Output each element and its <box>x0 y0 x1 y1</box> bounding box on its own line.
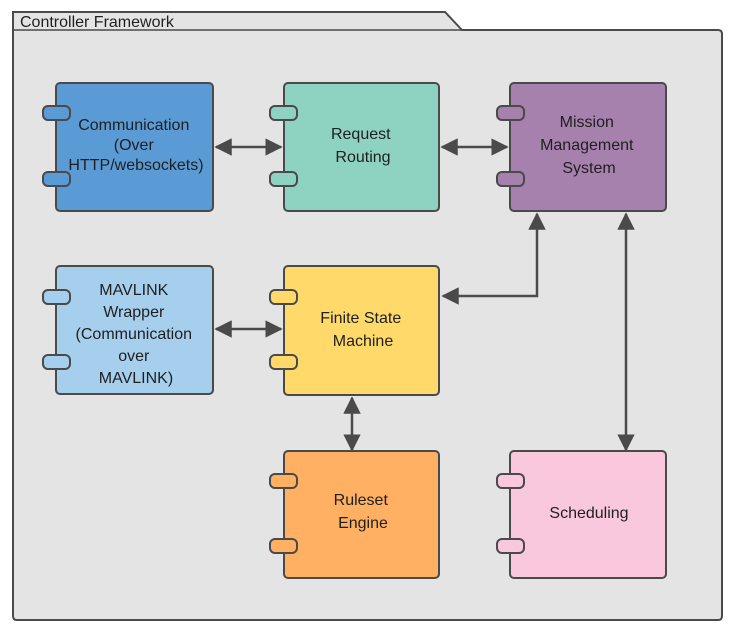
component-label: Mission Management System <box>540 114 638 177</box>
component-body <box>55 265 214 395</box>
label-line: Ruleset <box>334 492 389 509</box>
connectors <box>214 138 635 452</box>
component-port-icon <box>269 289 298 305</box>
component-port-icon <box>42 289 71 305</box>
label-line: (Communication <box>76 326 192 343</box>
component-label: Communication (Over HTTP/websockets) <box>68 117 203 174</box>
component-body <box>55 82 214 212</box>
component-scheduling: Scheduling <box>496 450 667 579</box>
component-finite-state-machine: Finite State Machine <box>269 265 440 396</box>
component-body <box>509 82 667 212</box>
component-port-icon <box>42 171 71 187</box>
component-body <box>283 450 440 579</box>
component-port-icon <box>269 473 298 489</box>
component-mission-management: Mission Management System <box>496 82 667 212</box>
component-label: Request Routing <box>331 126 395 166</box>
component-port-icon <box>42 105 71 121</box>
component-label: Finite State Machine <box>320 310 405 350</box>
component-label: Scheduling <box>549 505 628 522</box>
component-port-icon <box>496 538 525 554</box>
label-line: Routing <box>335 149 390 166</box>
component-body <box>283 265 440 396</box>
component-ruleset-engine: Ruleset Engine <box>269 450 440 579</box>
component-port-icon <box>496 105 525 121</box>
label-line: over <box>118 348 150 365</box>
label-line: MAVLINK <box>99 282 168 299</box>
component-port-icon <box>269 171 298 187</box>
component-label: MAVLINK Wrapper (Communication over MAVL… <box>76 282 197 387</box>
component-label: Ruleset Engine <box>334 492 393 532</box>
label-line: Management <box>540 137 634 154</box>
label-line: Engine <box>338 515 388 532</box>
label-line: Communication <box>78 117 189 134</box>
component-request-routing: Request Routing <box>269 82 440 212</box>
package-title: Controller Framework <box>20 14 175 31</box>
label-line: (Over <box>114 137 155 154</box>
label-line: Machine <box>333 333 394 350</box>
component-port-icon <box>496 473 525 489</box>
label-line: Request <box>331 126 391 143</box>
component-port-icon <box>269 538 298 554</box>
component-communication: Communication (Over HTTP/websockets) <box>42 82 214 212</box>
label-line: Mission <box>560 114 614 131</box>
component-port-icon <box>269 354 298 370</box>
label-line: MAVLINK) <box>99 370 173 387</box>
component-port-icon <box>269 105 298 121</box>
label-line: System <box>562 160 615 177</box>
label-line: Finite State <box>320 310 401 327</box>
label-line: Wrapper <box>103 304 165 321</box>
component-body <box>283 82 440 212</box>
label-line: HTTP/websockets) <box>68 157 203 174</box>
component-port-icon <box>496 171 525 187</box>
connector-finite-state-machine-mission-management <box>441 212 546 305</box>
component-mavlink-wrapper: MAVLINK Wrapper (Communication over MAVL… <box>42 265 214 395</box>
label-line: Scheduling <box>549 505 628 522</box>
component-port-icon <box>42 354 71 370</box>
component-body <box>509 450 667 579</box>
